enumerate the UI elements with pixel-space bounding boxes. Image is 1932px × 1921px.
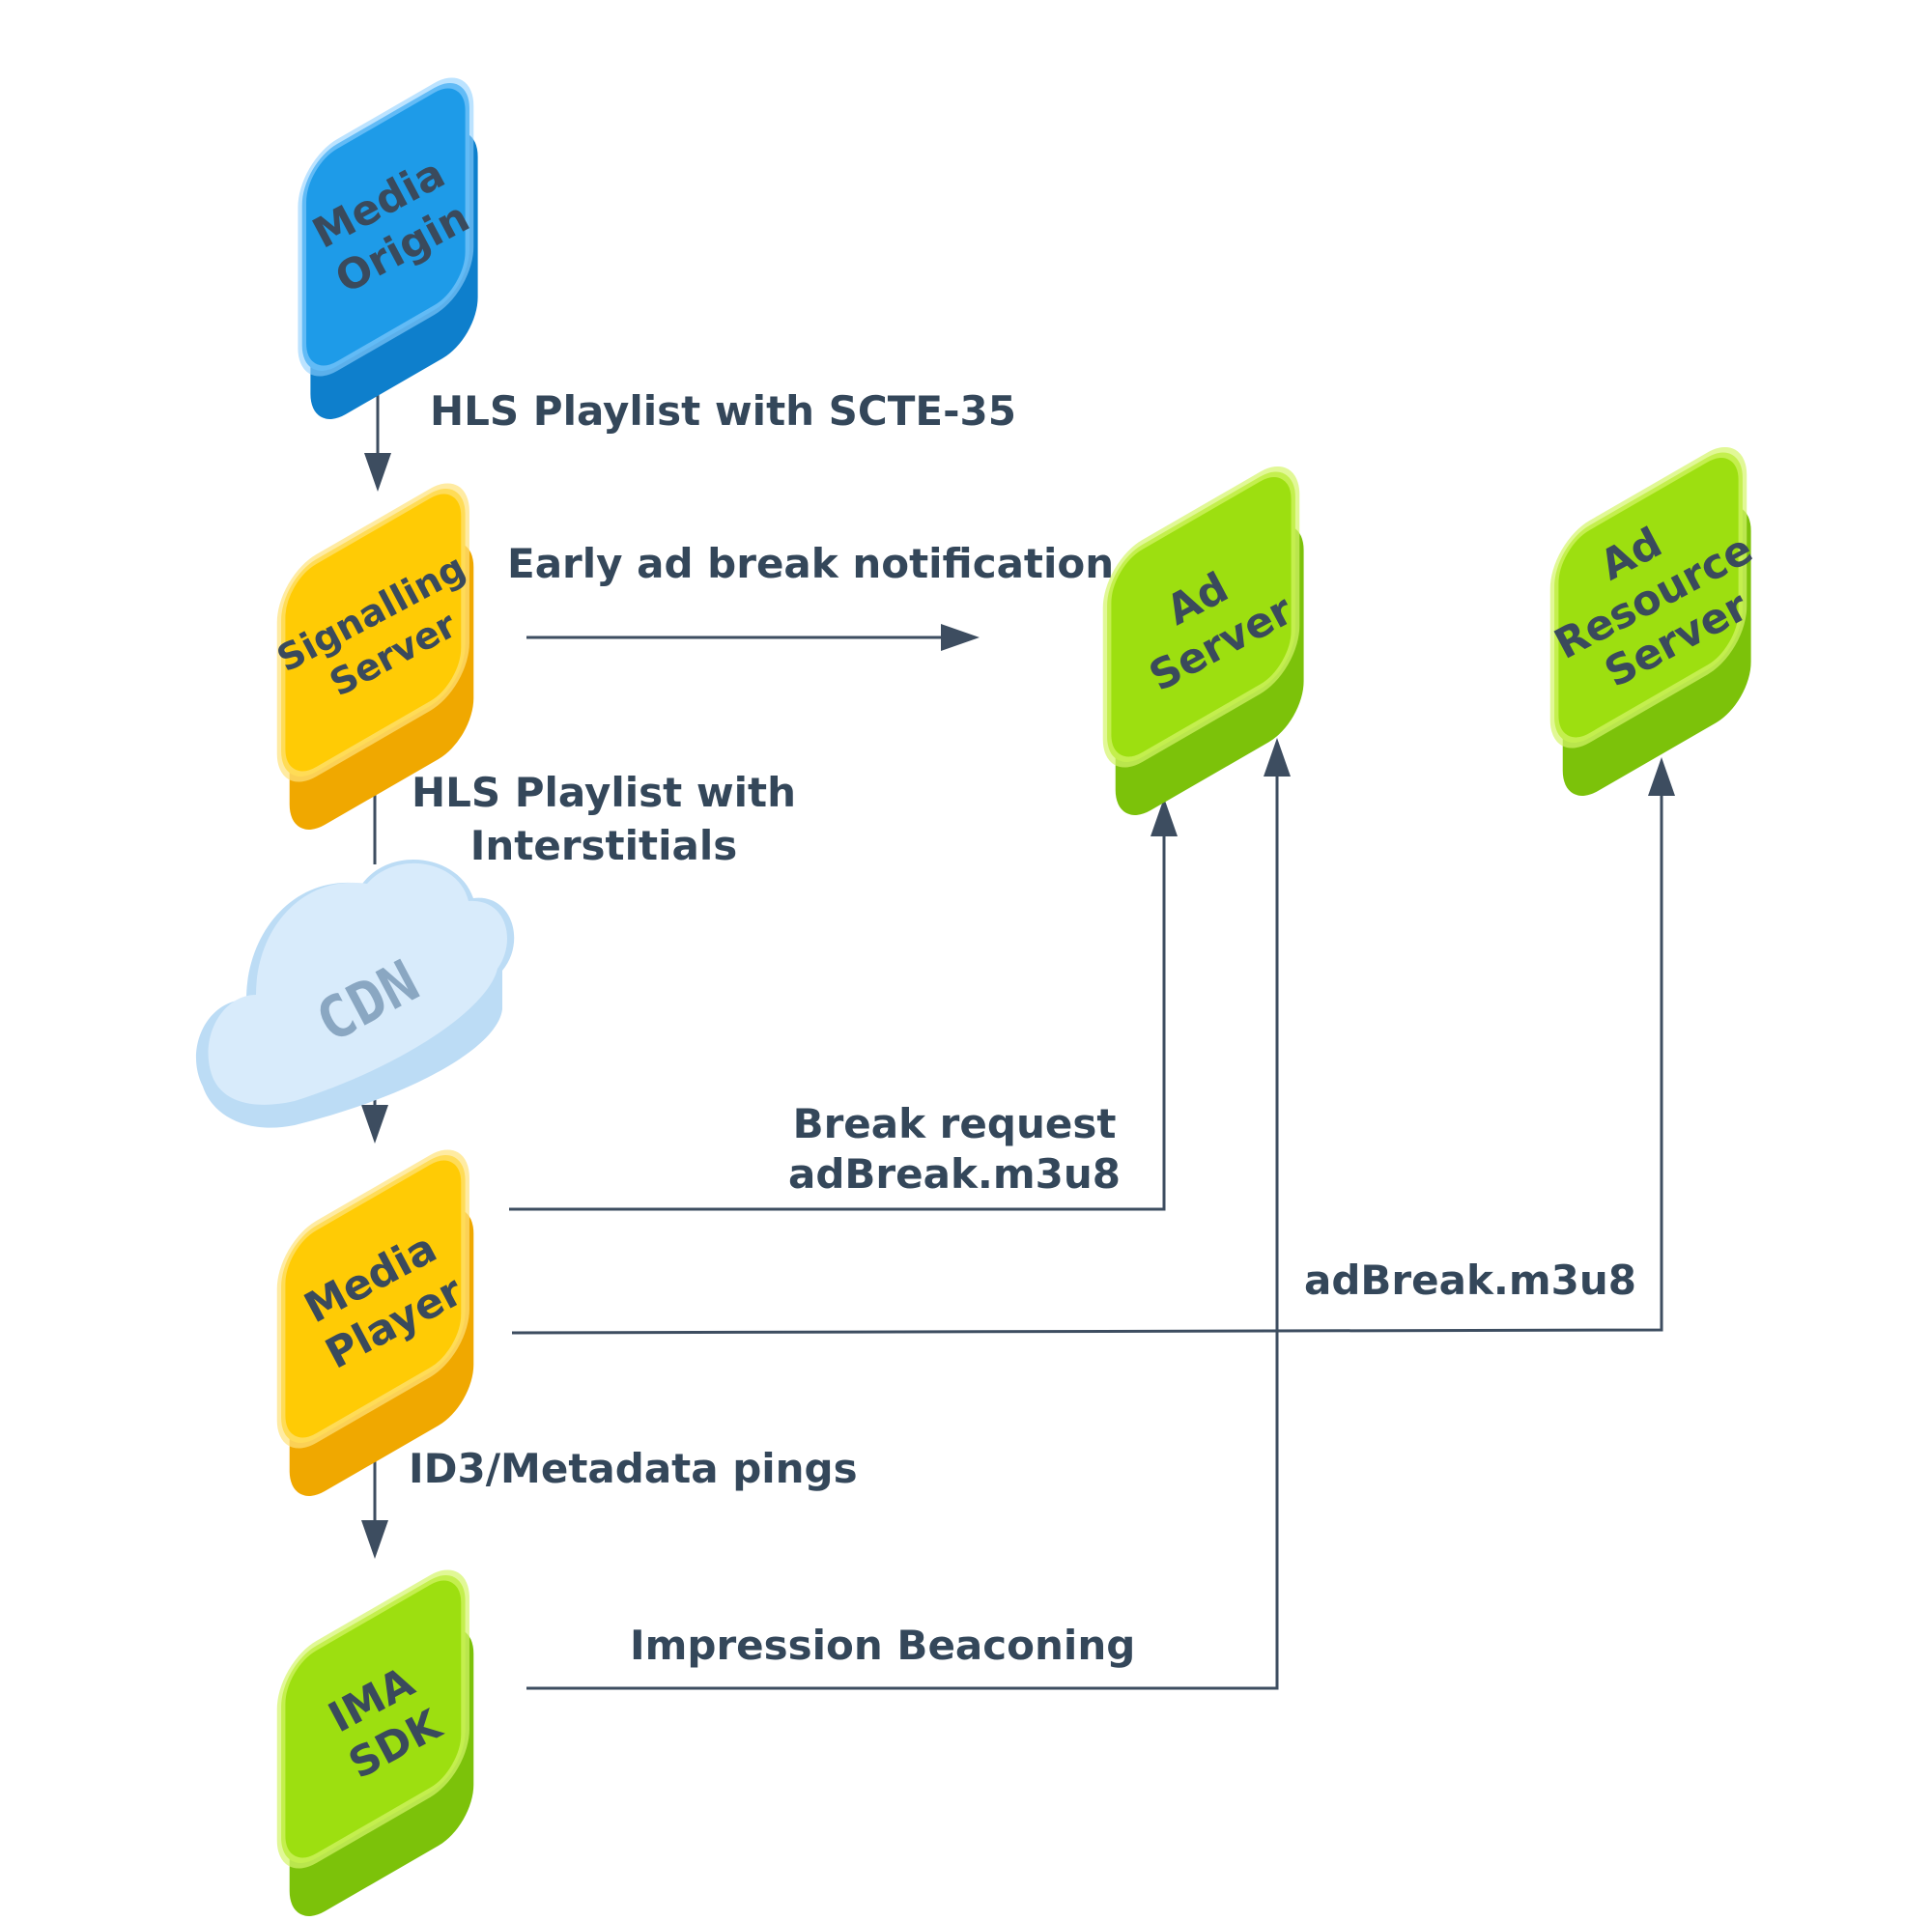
- cdn-node: CDN: [195, 859, 515, 1128]
- ima-sdk-node: IMA SDK: [276, 1569, 474, 1916]
- edge-label-impression: Impression Beaconing: [630, 1622, 1135, 1669]
- media-player-node: Media Player: [276, 1149, 474, 1496]
- edge-label-hls-interstitials-1: HLS Playlist with: [412, 769, 796, 816]
- edge-label-break-request-2: adBreak.m3u8: [788, 1150, 1121, 1198]
- edge-label-adbreak-resource: adBreak.m3u8: [1304, 1257, 1636, 1304]
- ad-resource-server-node: Ad Resource Server: [1547, 446, 1761, 796]
- edge-label-hls-scte: HLS Playlist with SCTE-35: [430, 387, 1016, 435]
- signalling-server-node: Signalling Server: [270, 483, 474, 830]
- edge-label-id3-pings: ID3/Metadata pings: [409, 1445, 858, 1492]
- edge-label-early-notification: Early ad break notification: [507, 540, 1114, 587]
- edge-label-break-request-1: Break request: [793, 1100, 1117, 1147]
- edge-label-hls-interstitials-2: Interstitials: [470, 822, 738, 869]
- edge-ima-to-adserver: [526, 738, 1291, 1690]
- edge-player-to-adserver: [509, 798, 1178, 1211]
- media-origin-node: Media Origin: [298, 77, 478, 419]
- ad-server-node: Ad Server: [1102, 466, 1304, 815]
- edge-player-to-adresource: [511, 757, 1675, 1335]
